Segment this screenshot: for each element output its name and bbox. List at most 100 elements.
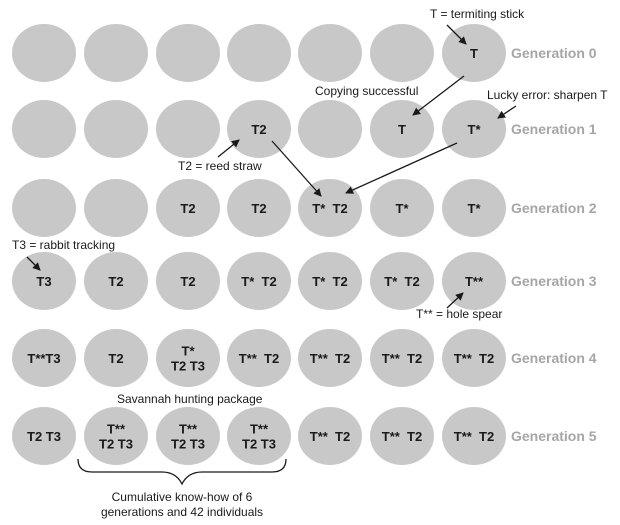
individual-g1-2 [84, 100, 148, 158]
individual-circle [84, 179, 148, 237]
arrow-rabbit-tracking [26, 256, 41, 271]
tool-label: T* [468, 201, 482, 216]
tool-label: T2 [108, 274, 123, 289]
tool-label: T** [465, 274, 484, 289]
individual-g5-7: T** T2 [442, 407, 506, 465]
individual-circle [12, 100, 76, 158]
arrow-tstar-to-gen2 [345, 142, 458, 194]
tool-label: T2 [180, 274, 195, 289]
individual-g0-6 [370, 24, 434, 82]
tool-label: T* [468, 122, 482, 137]
individual-circle [370, 24, 434, 82]
individual-g0-3 [156, 24, 220, 82]
individual-g2-3: T2 [156, 179, 220, 237]
generation-label: Generation 0 [511, 45, 597, 61]
individual-g3-3: T2 [156, 252, 220, 310]
individual-g0-7: T [442, 24, 506, 82]
individual-g4-3: T*T2 T3 [156, 329, 220, 387]
individual-g1-4: T2 [227, 100, 291, 158]
individual-circle [84, 100, 148, 158]
individual-circle [442, 100, 506, 158]
tool-label: T** T2 [454, 351, 494, 366]
individual-g1-1 [12, 100, 76, 158]
individual-g0-2 [84, 24, 148, 82]
tool-label: T** T2 [310, 351, 350, 366]
tool-label: T** T2 [454, 429, 494, 444]
tool-label: T3 [36, 274, 51, 289]
annotation-reed-straw: T2 = reed straw [178, 159, 262, 173]
individual-g1-3 [156, 100, 220, 158]
annotation-copying-successful: Copying successful [315, 84, 418, 98]
individual-g4-6: T** T2 [370, 329, 434, 387]
tool-label: T** T2 [239, 351, 279, 366]
individual-g3-4: T* T2 [227, 252, 291, 310]
annotation-rabbit-tracking: T3 = rabbit tracking [12, 238, 115, 252]
individual-g2-4: T2 [227, 179, 291, 237]
individual-circle [156, 24, 220, 82]
individual-g4-1: T**T3 [12, 329, 76, 387]
individual-circle [298, 329, 362, 387]
tool-label: T* T2 [312, 274, 347, 289]
individual-g4-5: T** T2 [298, 329, 362, 387]
individual-circle [298, 252, 362, 310]
individual-circle [227, 252, 291, 310]
tool-label: T* T2 [241, 274, 276, 289]
tool-label: T** [250, 422, 269, 437]
individual-g1-7: T* [442, 100, 506, 158]
annotation-cumulative-line1: Cumulative know-how of 6 [112, 490, 253, 504]
individual-circle [442, 24, 506, 82]
individual-circle [12, 179, 76, 237]
tool-label: T [398, 122, 406, 137]
arrow-reed-straw [217, 139, 240, 158]
tool-label: T* T2 [384, 274, 419, 289]
individual-g3-7: T** [442, 252, 506, 310]
individual-circle [227, 24, 291, 82]
individual-g4-2: T2 [84, 329, 148, 387]
tool-label: T** T2 [382, 351, 422, 366]
arrow-termiting-stick [446, 24, 467, 45]
tool-label: T* T2 [312, 201, 347, 216]
tool-label: T2 [251, 122, 266, 137]
individual-circle [12, 252, 76, 310]
individual-g3-5: T* T2 [298, 252, 362, 310]
individual-g2-7: T* [442, 179, 506, 237]
individual-circle [84, 252, 148, 310]
tool-label: T* [396, 201, 410, 216]
tool-label: T2 T3 [171, 437, 205, 452]
individual-circle [442, 179, 506, 237]
individual-circle [298, 100, 362, 158]
individual-circle [156, 407, 220, 465]
annotation-cumulative-line2: generations and 42 individuals [101, 505, 263, 519]
arrow-lucky-error [497, 105, 517, 119]
individual-circle [12, 329, 76, 387]
annotation-lucky-error: Lucky error: sharpen T [487, 88, 608, 102]
individual-circle [84, 24, 148, 82]
tool-label: T** [107, 422, 126, 437]
generation-label: Generation 1 [511, 121, 597, 137]
individual-circle [370, 252, 434, 310]
individual-g0-1 [12, 24, 76, 82]
curly-brace [77, 458, 287, 486]
individual-g4-4: T** T2 [227, 329, 291, 387]
individual-g2-2 [84, 179, 148, 237]
individual-g1-5 [298, 100, 362, 158]
tool-label: T** T2 [382, 429, 422, 444]
individual-circle [12, 24, 76, 82]
individual-g3-1: T3 [12, 252, 76, 310]
individual-circle [442, 407, 506, 465]
individual-g2-6: T* [370, 179, 434, 237]
individual-g2-1 [12, 179, 76, 237]
annotation-termiting-stick: T = termiting stick [430, 7, 525, 21]
individual-circle [12, 407, 76, 465]
individual-g5-5: T** T2 [298, 407, 362, 465]
individual-circle [370, 407, 434, 465]
tool-label: T2 [251, 201, 266, 216]
individual-circle [227, 407, 291, 465]
tool-label: T [470, 46, 478, 61]
arrow-t2-to-gen2 [271, 140, 322, 197]
tool-label: T** [179, 422, 198, 437]
individual-g5-4: T**T2 T3 [227, 407, 291, 465]
individual-g3-6: T* T2 [370, 252, 434, 310]
individual-circle [156, 329, 220, 387]
individual-circle [84, 329, 148, 387]
